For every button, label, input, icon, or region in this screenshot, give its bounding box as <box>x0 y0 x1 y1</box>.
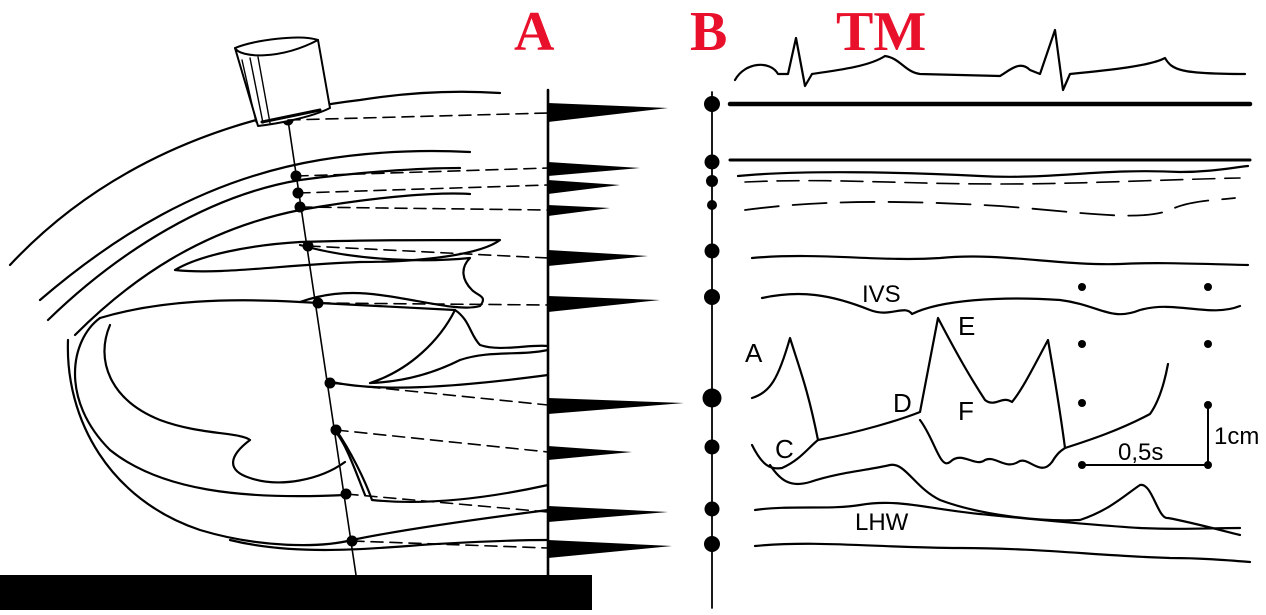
left-atrium-lower-wall <box>368 308 550 385</box>
ecg-line <box>733 28 1247 92</box>
b-mode-dot <box>704 96 720 112</box>
projection-line <box>335 429 549 453</box>
left-ventricle-cavity-outer <box>74 316 347 498</box>
distance-scale-label: 1cm <box>1214 423 1259 450</box>
projection-line <box>345 493 549 513</box>
a-mode-spike <box>548 398 684 414</box>
left-ventricle-cavity-inner <box>103 323 347 484</box>
projection-line <box>329 382 549 406</box>
mitral-a-label: A <box>745 338 763 368</box>
posterior-leaflet <box>334 428 550 503</box>
mitral-leaflet-line <box>98 299 550 350</box>
black-bar <box>0 575 592 610</box>
projection-lines <box>287 112 549 549</box>
a-mode-spike <box>548 540 672 558</box>
lhw-trace <box>753 501 1242 530</box>
pericardium-line <box>228 538 550 552</box>
aortic-root-shape <box>173 238 502 273</box>
mitral-c-trace <box>750 438 820 470</box>
mitral-anterior-leaflet <box>330 373 550 389</box>
a-mode-spike <box>548 506 668 522</box>
timing-dot <box>1204 283 1212 291</box>
panel-label-a: A <box>514 1 555 63</box>
b-mode-dot <box>704 536 720 552</box>
right-ventricle-outer-line <box>38 149 472 302</box>
ultrasound-probe-icon <box>234 36 331 127</box>
b-mode-dot <box>704 154 720 170</box>
septum-upper-line <box>73 192 472 337</box>
a-mode-spike <box>548 205 610 216</box>
a-mode-spike <box>548 162 640 176</box>
heart-cross-section <box>8 90 550 552</box>
b-mode-dot <box>704 289 720 305</box>
panel-label-b: B <box>690 1 728 63</box>
septum-upper-trace <box>750 254 1250 267</box>
lhw-label: LHW <box>855 509 909 536</box>
projection-line <box>317 302 549 306</box>
trace-line <box>744 177 1241 185</box>
projection-line <box>307 245 549 259</box>
left-atrium-upper-wall <box>298 243 485 309</box>
timing-dot <box>1078 399 1086 407</box>
projection-line <box>351 540 549 549</box>
a-mode-spike <box>548 103 668 122</box>
pericardium-trace <box>753 542 1252 564</box>
projection-line <box>295 167 549 177</box>
a-mode-spike <box>548 180 620 194</box>
trace-line <box>736 164 1250 178</box>
left-ventricle-posterior-wall <box>66 338 550 547</box>
b-mode-dot <box>702 388 722 408</box>
mitral-c-label: C <box>775 434 794 464</box>
b-mode-dot <box>704 501 720 517</box>
trace-line <box>744 197 1236 217</box>
mitral-f-label: F <box>958 396 974 426</box>
b-mode-dot <box>704 243 720 259</box>
ivs-trace <box>760 292 1242 316</box>
right-ventricle-inner-line <box>46 166 462 322</box>
projection-line <box>299 206 549 211</box>
ultrasound-beam <box>282 114 358 576</box>
tm-mode-trace: IVS LHW A C D E F 0,5s 1cm <box>727 28 1259 564</box>
b-mode-dot <box>704 439 720 455</box>
timing-dot <box>1204 340 1212 348</box>
mitral-d-label: D <box>893 388 912 418</box>
timing-dot <box>1078 283 1086 291</box>
projection-line <box>297 184 549 194</box>
a-mode-spike <box>548 250 648 266</box>
scale-bars <box>1081 404 1209 466</box>
a-mode-spike <box>548 446 632 460</box>
b-mode-dot <box>706 175 718 187</box>
b-mode-dot <box>707 200 717 210</box>
lv-posterior-endocardium-trace <box>768 463 1242 537</box>
timing-dot <box>1078 340 1086 348</box>
mitral-posterior-trace <box>918 418 1067 469</box>
mitral-anterior-trace <box>750 316 1170 450</box>
time-scale-label: 0,5s <box>1118 439 1163 466</box>
projection-line <box>287 112 549 121</box>
chordae-line <box>330 426 367 497</box>
mitral-e-label: E <box>958 311 975 341</box>
tm-labels: IVS LHW A C D E F 0,5s 1cm <box>745 281 1259 536</box>
panel-label-tm: TM <box>836 1 927 63</box>
b-mode-trace <box>702 91 722 609</box>
ivs-label: IVS <box>862 281 901 308</box>
a-mode-trace <box>546 88 684 577</box>
a-mode-spike <box>548 296 660 312</box>
